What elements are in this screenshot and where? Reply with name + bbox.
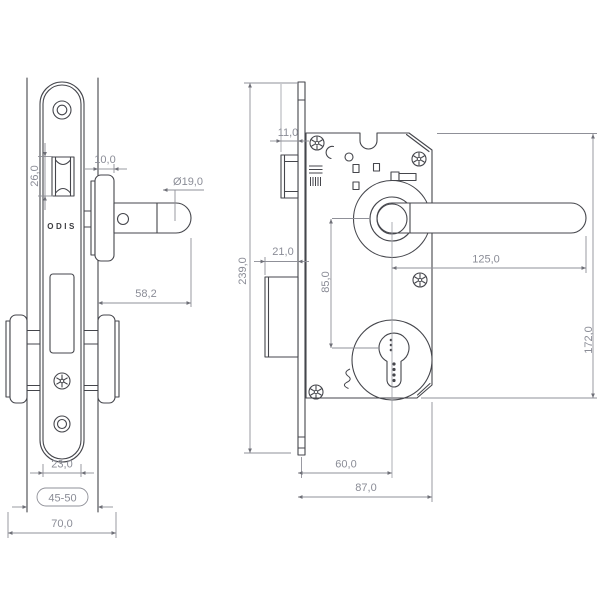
svg-text:239,0: 239,0 (237, 257, 249, 285)
slot-hole-3 (352, 181, 360, 191)
svg-text:125,0: 125,0 (472, 254, 500, 266)
dim-door-thickness: 45-50 (12, 487, 113, 509)
slot-hole-1 (352, 163, 360, 174)
svg-text:45-50: 45-50 (48, 493, 76, 505)
torx-screw-2 (411, 151, 427, 167)
rose-tab-1 (390, 171, 400, 182)
side-view (264, 81, 587, 456)
dim-backset: 60,0 (298, 457, 392, 478)
dim-rose-thickness: 10,0 (85, 154, 127, 173)
svg-text:58,2: 58,2 (135, 288, 156, 300)
side-view-dimensions: 239,0 11,0 21,0 85,0 125,0 (237, 82, 597, 502)
deadbolt-cutout (49, 273, 75, 354)
rose-tab-2 (398, 172, 417, 182)
front-view-dimensions: 26,0 10,0 Ø19,0 58,2 23,0 (7, 143, 204, 538)
handle-rose-body (94, 174, 115, 262)
torx-screw-3 (412, 272, 428, 288)
pin-hole (344, 152, 354, 162)
latch-bolt (280, 154, 299, 199)
front-view: ODIS (5, 77, 192, 513)
svg-text:11,0: 11,0 (278, 127, 299, 139)
dim-faceplate-width: 23,0 (30, 459, 94, 477)
faceplate-bottom-screw-hole (53, 415, 71, 433)
spring-clip (325, 145, 335, 160)
dim-roller-height: 26,0 (29, 143, 53, 210)
torx-screw-front (53, 372, 71, 390)
cylinder-rose-right-body (97, 314, 116, 404)
lever-handle-front (113, 202, 192, 234)
case-chamfer-top-inner (405, 133, 430, 153)
cylinder-rose-left-body (9, 314, 28, 404)
svg-text:172,0: 172,0 (583, 326, 595, 354)
handle-assembly-side (352, 171, 587, 259)
cylinder-rose-left (5, 314, 28, 404)
case-chamfer-bottom-inner (416, 382, 431, 396)
lever-handle-side (376, 202, 587, 234)
dim-faceplate-length: 239,0 (237, 82, 298, 454)
torx-screw-4 (308, 384, 324, 400)
euro-cylinder-profile (378, 332, 410, 388)
dim-handle-to-cylinder: 85,0 (320, 218, 380, 349)
slot-hole-2 (372, 162, 381, 172)
dim-deadbolt-throw: 21,0 (254, 246, 309, 275)
lever-screw-hole (116, 212, 130, 226)
dim-case-depth: 87,0 (298, 402, 433, 502)
brand-logo: ODIS (47, 222, 77, 231)
svg-text:70,0: 70,0 (51, 518, 72, 530)
dim-handle-projection: 58,2 (98, 238, 192, 307)
roller-bolt (51, 156, 75, 197)
cylinder-rose-right-cap (114, 320, 120, 398)
dim-overall-width: 70,0 (7, 512, 117, 538)
faceplate-inner (42, 84, 82, 460)
dim-lever-length: 125,0 (392, 236, 587, 273)
svg-text:21,0: 21,0 (272, 246, 293, 258)
svg-text:87,0: 87,0 (355, 482, 376, 494)
faceplate-side (297, 81, 306, 456)
cylinder-pins (389, 338, 396, 383)
faceplate-outer (39, 81, 85, 463)
torx-screw-1 (309, 135, 325, 151)
handle-rose-cap (90, 180, 96, 256)
lever-grip (113, 202, 192, 234)
dim-handle-diameter: Ø19,0 (163, 176, 204, 221)
handle-rose-edge (90, 174, 115, 262)
faceplate-top-screw-hole (52, 100, 72, 120)
dim-case-height: 172,0 (421, 133, 597, 399)
dim-latch-throw: 11,0 (270, 127, 309, 143)
deadbolt (264, 276, 299, 358)
svg-text:85,0: 85,0 (320, 271, 332, 292)
retainer-clip (343, 368, 351, 389)
svg-text:26,0: 26,0 (29, 165, 41, 186)
svg-text:23,0: 23,0 (51, 459, 72, 471)
svg-text:60,0: 60,0 (335, 459, 356, 471)
svg-text:Ø19,0: Ø19,0 (173, 176, 203, 188)
svg-text:10,0: 10,0 (94, 154, 115, 166)
cylinder-rose-right (97, 314, 120, 404)
door-thickness-badge (36, 487, 89, 507)
latch-spring (309, 165, 323, 186)
cylinder-rose-left-cap (5, 320, 11, 398)
